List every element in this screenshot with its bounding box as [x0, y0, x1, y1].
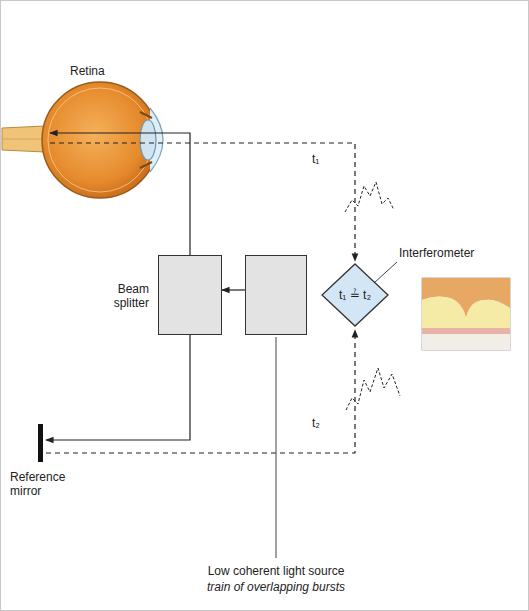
lens: [140, 120, 156, 160]
leader-line: [374, 262, 397, 283]
part-label: Low coherent light source: [208, 564, 345, 578]
signal-label: t₁: [312, 152, 319, 166]
retina-return-path: [50, 143, 355, 261]
beam-splitter-box: Beam splitter: [158, 255, 222, 335]
connector-arrow: [222, 289, 245, 290]
reference-mirror: [38, 424, 43, 462]
optic-nerve-line: [2, 139, 45, 140]
equation-text: t₁ ≟ t₂: [339, 288, 371, 302]
signal-label: t₂: [312, 416, 320, 430]
eyeball: [42, 82, 158, 198]
oct-image: [422, 278, 510, 350]
retina-layer: [48, 88, 152, 192]
part-note: train of overlapping bursts: [207, 580, 345, 594]
mirror-return-path: [46, 330, 355, 453]
part-label: Beam splitter: [89, 282, 149, 310]
optic-nerve: [2, 126, 45, 152]
light-source-box: Low coherent light sourcetrain of overla…: [245, 255, 307, 335]
part-label: Reference mirror: [10, 470, 90, 498]
leader-line: [276, 337, 277, 558]
part-label: Retina: [70, 64, 105, 78]
decision-diamond: t₁ ≟ t₂: [321, 263, 389, 327]
signal-burst: [346, 368, 400, 410]
light-path: [50, 133, 190, 255]
part-label: Interferometer: [399, 246, 474, 260]
iris: [140, 112, 152, 168]
reference-path: [46, 335, 190, 440]
signal-burst: [345, 182, 394, 212]
